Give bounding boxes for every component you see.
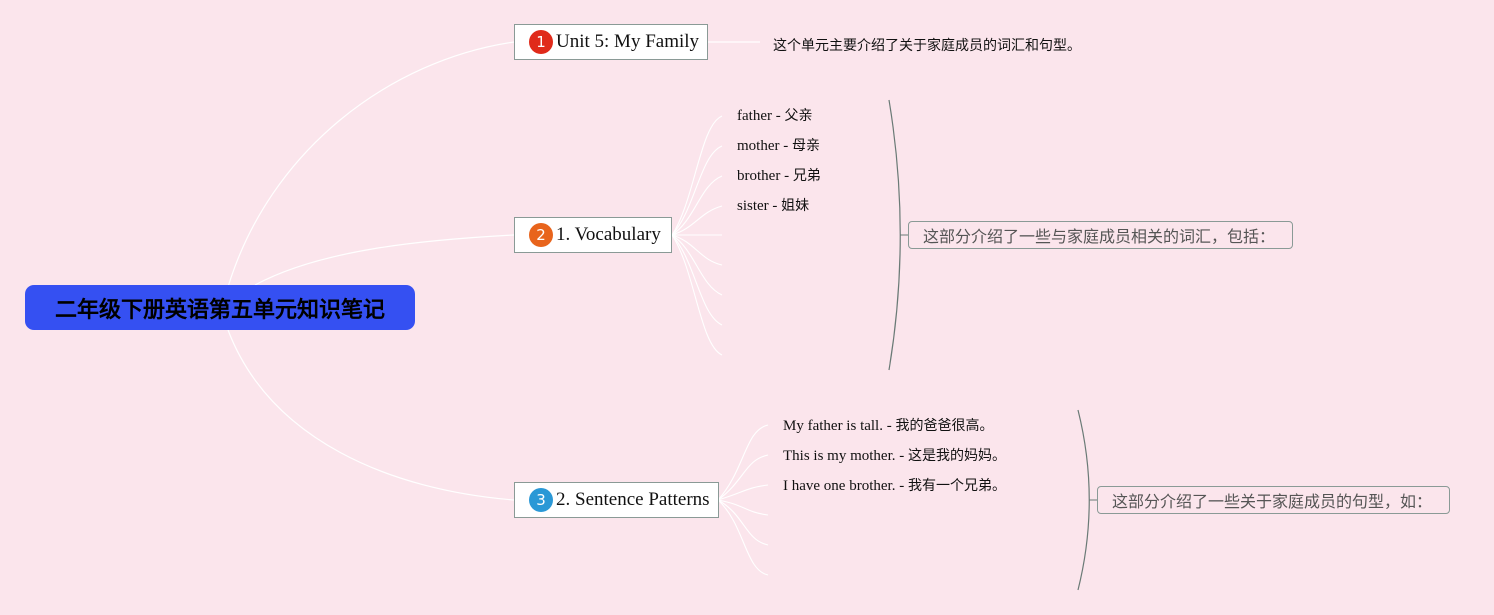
vocab-branch-7 xyxy=(671,234,723,296)
priority-1-icon: 1 xyxy=(529,30,553,54)
vocab-item-brother[interactable]: brother - 兄弟 xyxy=(737,168,821,184)
branch-root-to-topic-1 xyxy=(227,41,515,288)
sentence-patterns-summary-label: 这部分介绍了一些关于家庭成员的句型，如： xyxy=(1112,492,1433,511)
vocabulary-summary[interactable]: 这部分介绍了一些与家庭成员相关的词汇，包括： xyxy=(908,221,1293,249)
sentence-branches xyxy=(717,424,769,576)
branch-root-to-topic-2 xyxy=(254,234,515,286)
vocab-item-sister[interactable]: sister - 姐妹 xyxy=(737,198,810,214)
branch-root-to-topic-3 xyxy=(227,329,515,501)
topic-vocabulary-label: 1. Vocabulary xyxy=(556,224,661,245)
vocab-item-father[interactable]: father - 父亲 xyxy=(737,108,813,124)
priority-2-icon: 2 xyxy=(529,223,553,247)
sentence-branch-1 xyxy=(717,424,769,501)
vocab-branch-2 xyxy=(671,145,723,236)
vocab-branch-8 xyxy=(671,234,723,326)
topic-sentence-patterns-label: 2. Sentence Patterns xyxy=(556,489,710,510)
root-topic[interactable]: 二年级下册英语第五单元知识笔记 xyxy=(25,285,415,330)
sentence-patterns-summary[interactable]: 这部分介绍了一些关于家庭成员的句型，如： xyxy=(1097,486,1450,514)
vocabulary-branches xyxy=(671,115,723,356)
topic-unit-5[interactable]: 1 Unit 5: My Family xyxy=(514,24,708,60)
sentence-branch-4 xyxy=(717,499,769,516)
sentence-branch-3 xyxy=(717,484,769,501)
vocabulary-summary-label: 这部分介绍了一些与家庭成员相关的词汇，包括： xyxy=(923,227,1276,246)
sentence-item-one-brother[interactable]: I have one brother. - 我有一个兄弟。 xyxy=(783,478,1006,494)
vocabulary-summary-bracket xyxy=(888,99,901,371)
topic-unit-5-label: Unit 5: My Family xyxy=(556,31,700,52)
topic-sentence-patterns[interactable]: 3 2. Sentence Patterns xyxy=(514,482,719,518)
root-topic-label: 二年级下册英语第五单元知识笔记 xyxy=(54,297,385,323)
sentence-branch-6 xyxy=(717,499,769,576)
vocab-branch-3 xyxy=(671,175,723,236)
vocab-branch-9 xyxy=(671,234,723,356)
sentence-summary-bracket xyxy=(1077,409,1090,591)
topic-vocabulary[interactable]: 2 1. Vocabulary xyxy=(514,217,672,253)
priority-3-icon: 3 xyxy=(529,488,553,512)
sentence-branch-2 xyxy=(717,454,769,501)
vocab-branch-4 xyxy=(671,205,723,236)
sentence-item-father-tall[interactable]: My father is tall. - 我的爸爸很高。 xyxy=(783,418,994,434)
vocab-branch-6 xyxy=(671,234,723,266)
topic-unit-5-note[interactable]: 这个单元主要介绍了关于家庭成员的词汇和句型。 xyxy=(773,38,1081,54)
vocab-item-mother[interactable]: mother - 母亲 xyxy=(737,138,820,154)
sentence-branch-5 xyxy=(717,499,769,546)
vocab-branch-1 xyxy=(671,115,723,236)
sentence-item-this-is-mother[interactable]: This is my mother. - 这是我的妈妈。 xyxy=(783,448,1006,464)
